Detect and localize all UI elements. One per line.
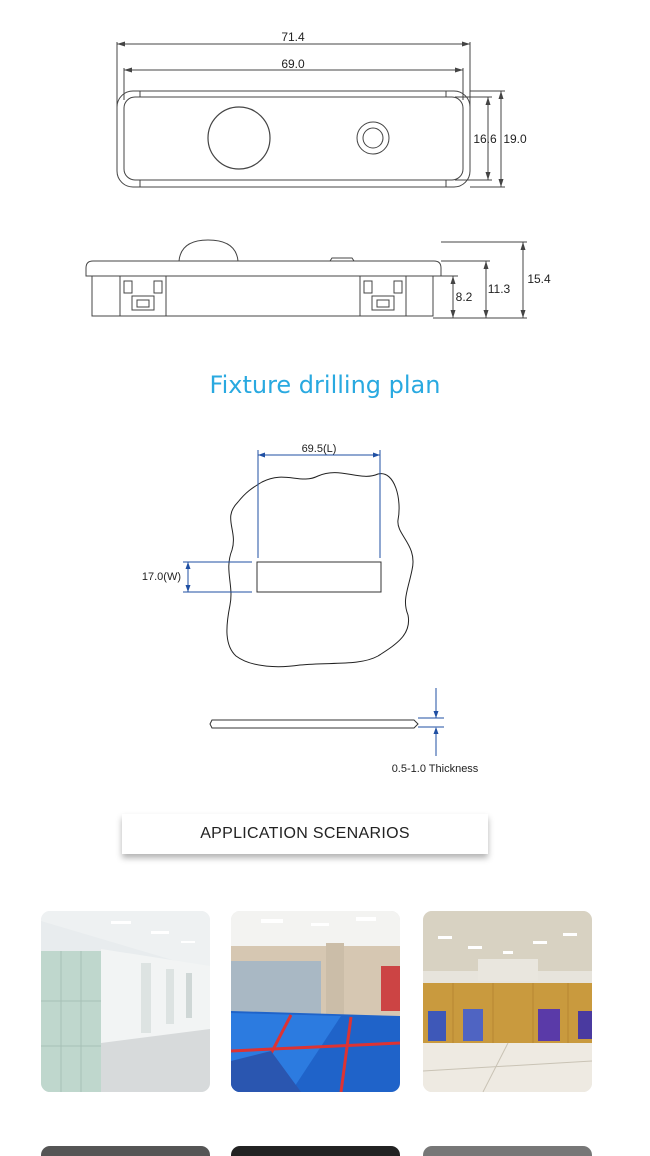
thickness-label: 0.5-1.0 Thickness: [392, 763, 479, 775]
width-label: 17.0(W): [142, 571, 181, 583]
top-view-drawing: 71.4 69.0 16.6 19.0: [116, 30, 527, 188]
dim-outer-height: 19.0: [503, 132, 527, 146]
dim-inner-width: 69.0: [281, 57, 305, 71]
dim-outer-width: 71.4: [281, 30, 305, 44]
photo-dance-studio-mats: [231, 911, 400, 1092]
length-label: 69.5(L): [302, 443, 337, 455]
drilling-plan-drawing: 69.5(L) 17.0(W) 0.5-1.0 Thickness: [142, 443, 479, 775]
dim-total-height: 15.4: [527, 272, 551, 286]
photo-partial-1: [41, 1146, 210, 1156]
dim-body-height: 11.3: [488, 282, 511, 296]
dim-inner-height: 16.6: [473, 132, 497, 146]
photo-partial-3: [423, 1146, 592, 1156]
photo-corridor-with-lockers: [41, 911, 210, 1092]
application-scenarios-title: APPLICATION SCENARIOS: [200, 825, 410, 842]
application-scenarios-header: APPLICATION SCENARIOS: [122, 814, 488, 854]
section-title: Fixture drilling plan: [209, 371, 441, 399]
dim-clip-height: 8.2: [456, 290, 473, 304]
photo-indoor-gym: [423, 911, 592, 1092]
side-view-drawing: 8.2 11.3 15.4: [85, 239, 551, 319]
photo-partial-2: [231, 1146, 400, 1156]
